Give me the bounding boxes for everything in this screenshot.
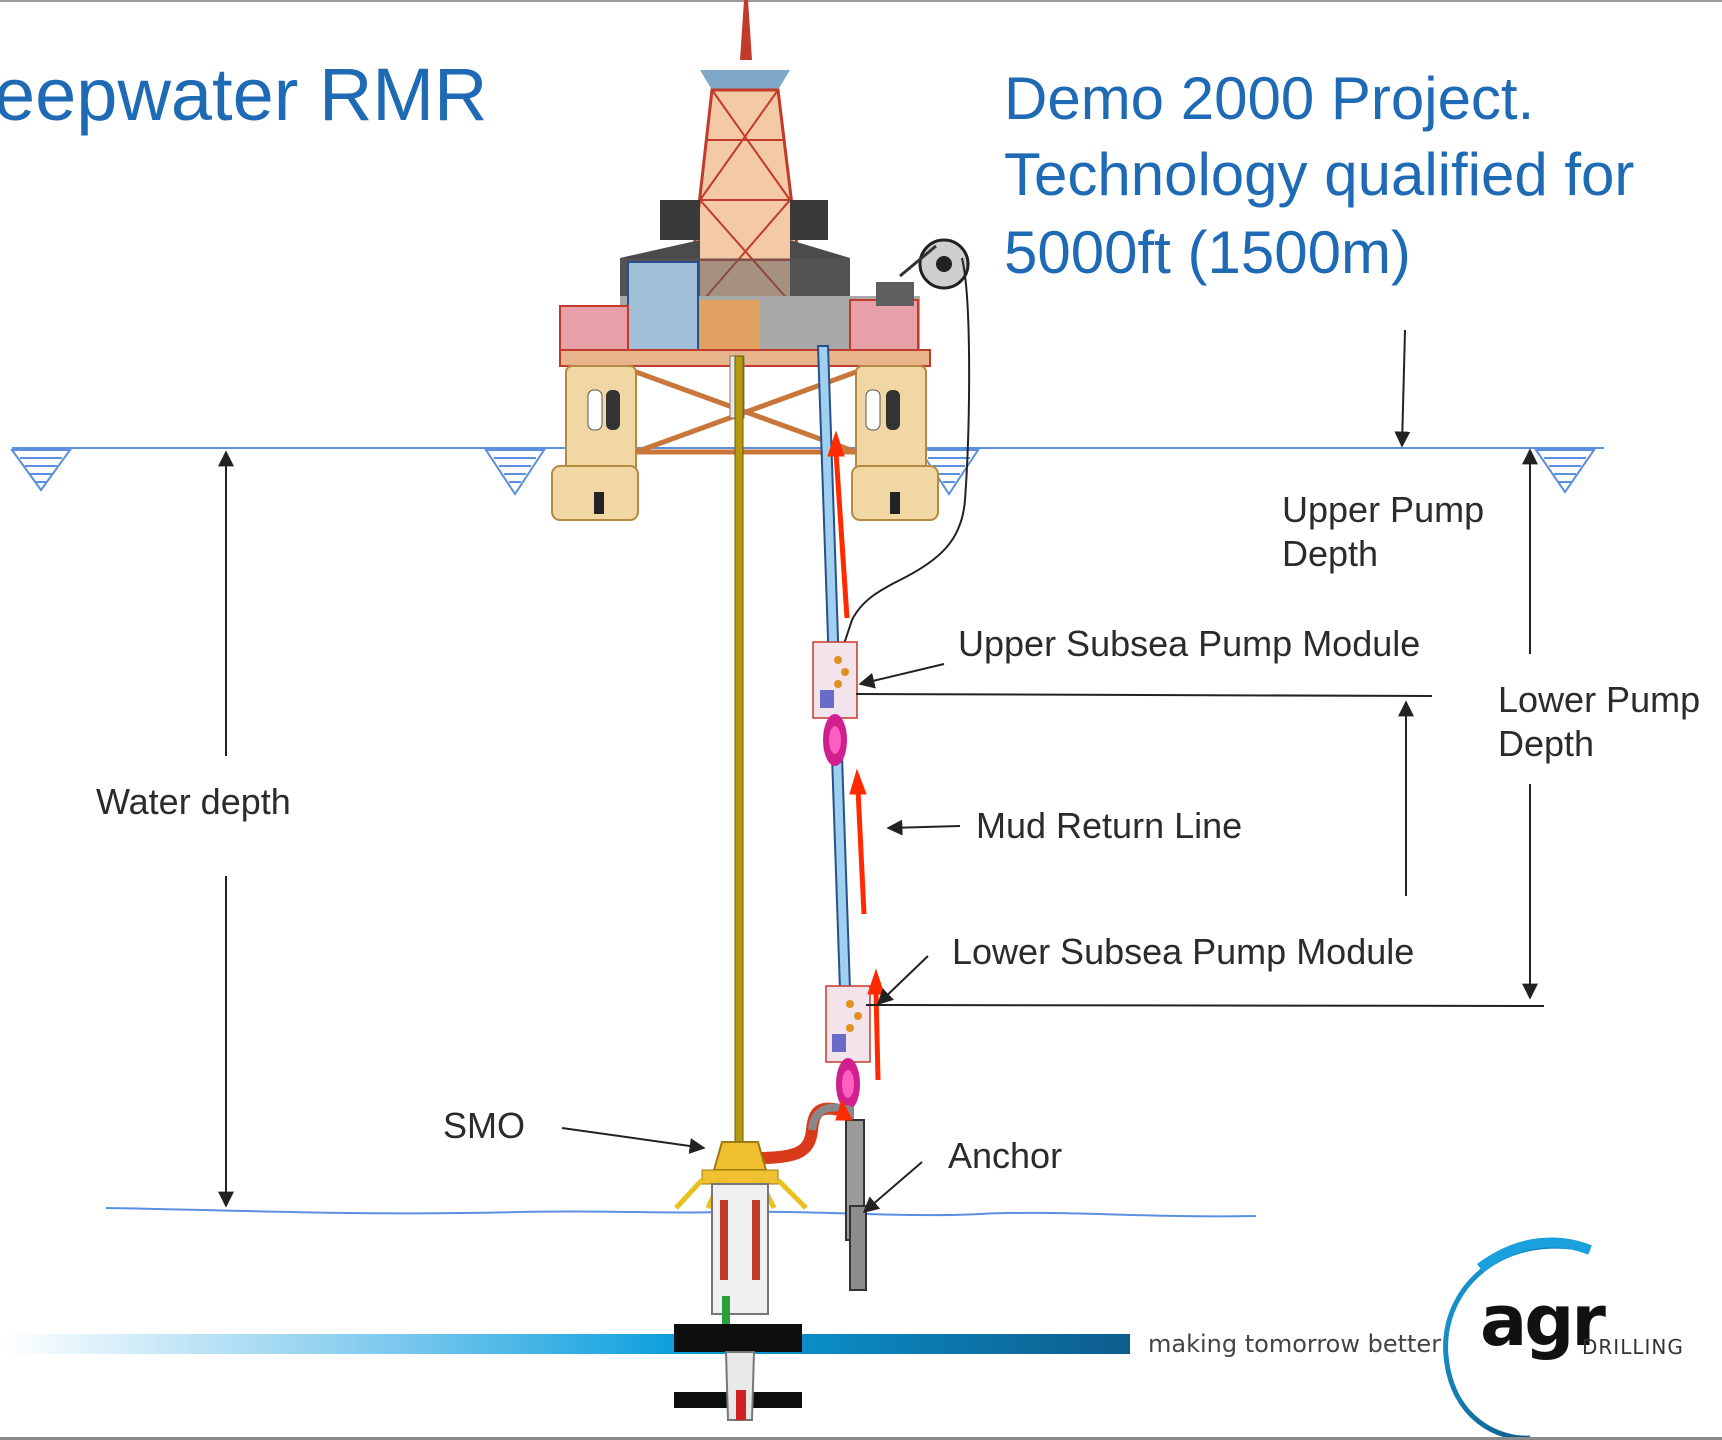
lower-subsea-pump-module-label: Lower Subsea Pump Module (952, 931, 1415, 972)
slide-title: eepwater RMR (0, 53, 488, 136)
water-level-symbol (10, 449, 72, 492)
anchor (845, 1119, 867, 1291)
flow-arrows (827, 430, 885, 1121)
water-level-symbol (484, 449, 546, 496)
tagline: making tomorrow better (1148, 1330, 1442, 1358)
drilling-rig (551, 0, 939, 521)
bottom-border (0, 1437, 1722, 1440)
dimension-lines (218, 329, 1545, 1214)
upper-subsea-pump-module (812, 641, 858, 766)
project-note-line3: 5000ft (1500m) (1004, 219, 1411, 286)
water-depth-label: Water depth (96, 781, 291, 822)
project-note-line1: Demo 2000 Project. (1004, 65, 1535, 132)
lower-pump-depth-line1: Lower Pump (1498, 679, 1701, 720)
smo-wellhead (674, 1141, 808, 1421)
mud-return-line-label: Mud Return Line (976, 805, 1243, 846)
seabed-line (105, 1207, 1257, 1218)
project-note-line2: Technology qualified for (1004, 141, 1635, 208)
anchor-label: Anchor (948, 1135, 1063, 1176)
lower-subsea-pump-module (825, 985, 871, 1110)
upper-pump-depth-line2: Depth (1282, 533, 1379, 574)
logo-text: agr (1480, 1280, 1606, 1362)
umbilical-winch (876, 238, 970, 306)
water-level-symbol (918, 449, 980, 496)
upper-pump-depth-line1: Upper Pump (1282, 489, 1485, 530)
logo-subtext: DRILLING (1582, 1335, 1684, 1359)
umbilical-cable (841, 257, 971, 651)
smo-label: SMO (443, 1105, 526, 1146)
footer-gradient-bar (0, 1334, 1130, 1354)
upper-subsea-pump-module-label: Upper Subsea Pump Module (958, 623, 1421, 664)
lower-pump-depth-label: Lower Pump Depth (1498, 678, 1700, 766)
suction-hose (759, 1102, 842, 1164)
water-level-symbol (1534, 449, 1596, 494)
top-border (0, 0, 1722, 2)
lower-pump-depth-line2: Depth (1498, 723, 1595, 764)
upper-pump-depth-label: Upper Pump Depth (1282, 488, 1484, 576)
